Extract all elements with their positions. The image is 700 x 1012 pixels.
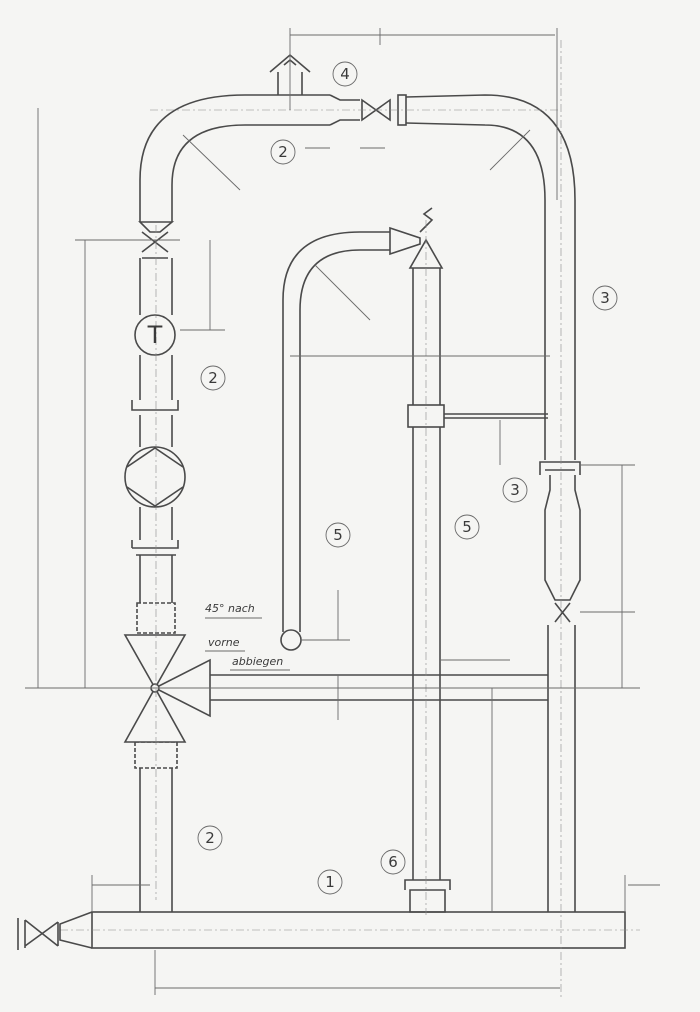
fitting-6 xyxy=(404,879,451,913)
note-line-1: 45° nach xyxy=(205,602,255,615)
note-line-2: vorne xyxy=(208,636,240,649)
thermometer-symbol: T xyxy=(147,321,163,349)
left-riser xyxy=(123,221,211,912)
top-line xyxy=(139,53,576,460)
right-riser xyxy=(539,40,581,1000)
valve-4 xyxy=(361,98,391,122)
bend-note: 45° nach vorne abbiegen xyxy=(205,602,290,671)
valve-bottom-cone xyxy=(123,686,187,743)
middle-riser xyxy=(404,207,548,915)
label-2-mid: 2 xyxy=(208,369,218,387)
label-2-bottom: 2 xyxy=(205,829,215,847)
label-4: 4 xyxy=(340,65,350,83)
label-6: 6 xyxy=(388,853,398,871)
label-5-left: 5 xyxy=(333,526,343,544)
note-line-3: abbiegen xyxy=(232,655,283,668)
thermometer-icon xyxy=(134,314,176,356)
valve-top-cone xyxy=(123,634,187,690)
dimension-lines xyxy=(25,28,660,995)
label-5-right: 5 xyxy=(462,518,472,536)
label-3-top: 3 xyxy=(600,289,610,307)
label-2-top: 2 xyxy=(278,143,288,161)
left-loop xyxy=(280,226,421,651)
label-1: 1 xyxy=(325,873,335,891)
pump-icon xyxy=(124,446,186,508)
part-labels: 1 2 2 2 3 3 4 5 5 6 T xyxy=(147,61,618,895)
label-3-mid: 3 xyxy=(510,481,520,499)
branch-pipe xyxy=(200,674,560,701)
main-pipe-1 xyxy=(17,911,640,950)
